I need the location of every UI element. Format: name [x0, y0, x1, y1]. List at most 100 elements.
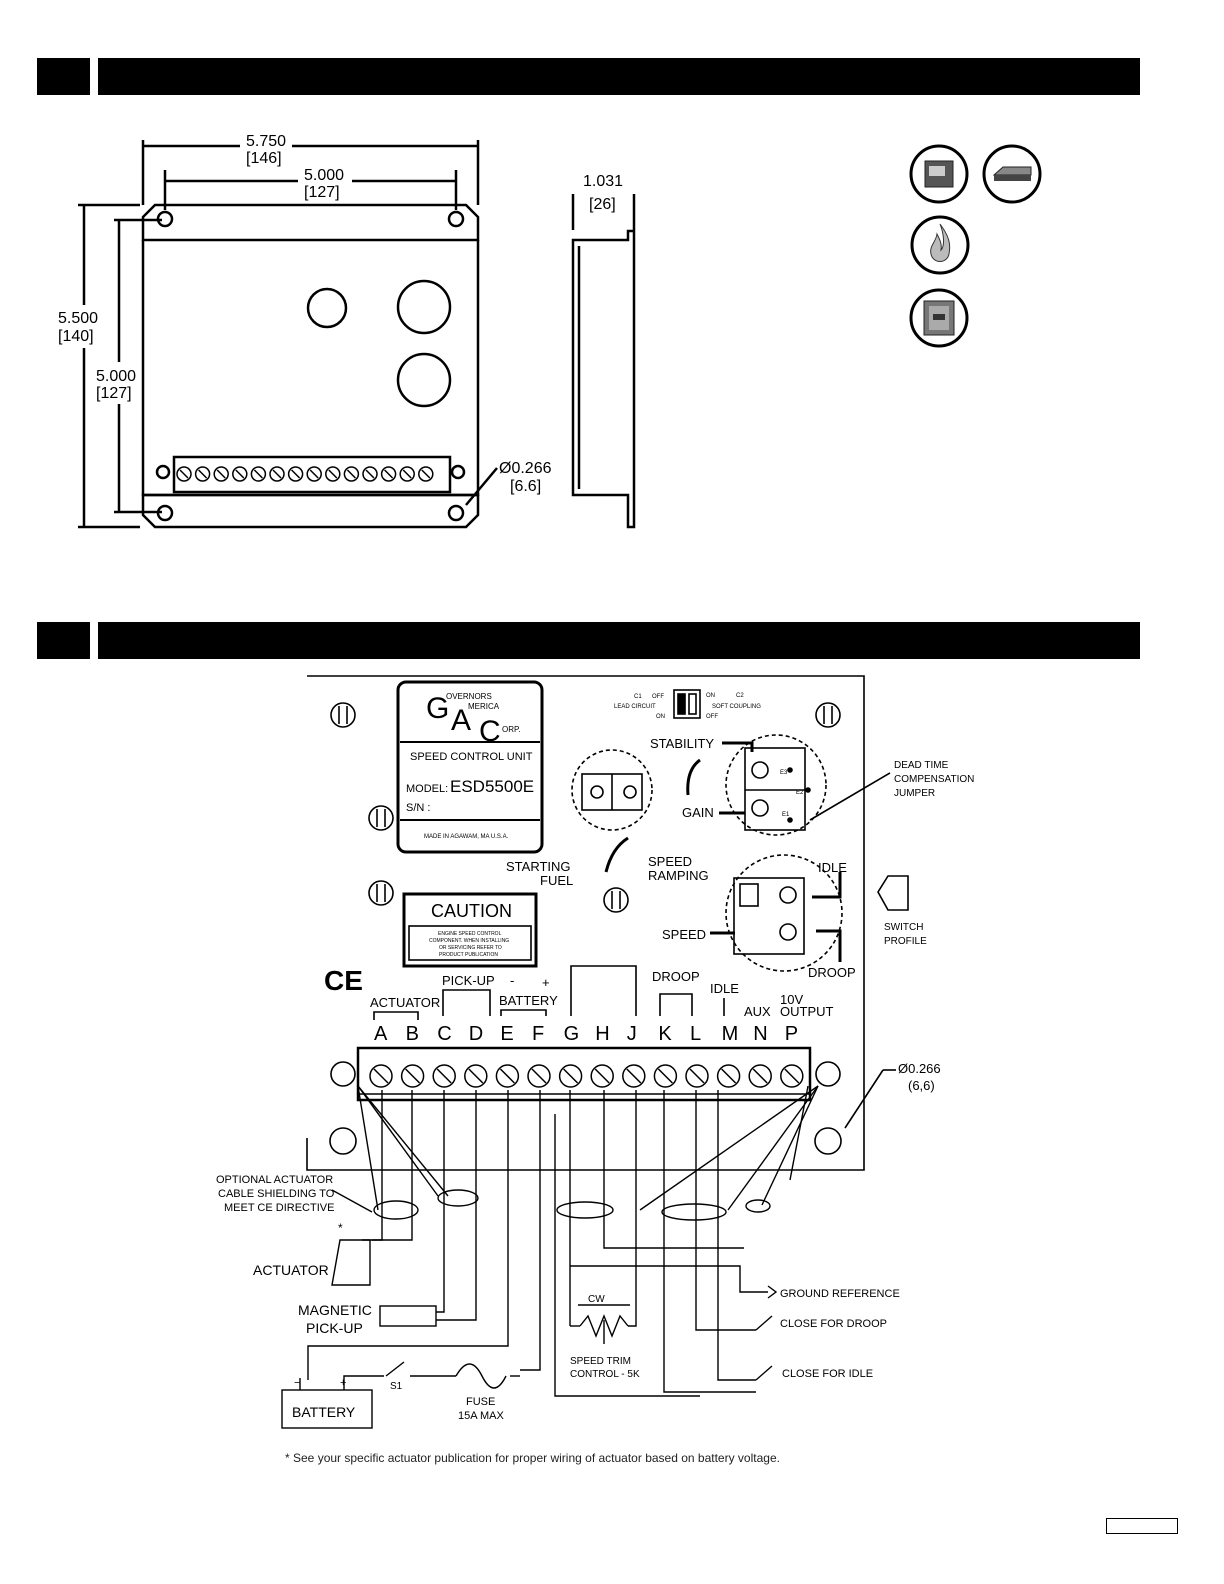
model-label: MODEL:: [406, 783, 448, 795]
terminal-screw: [380, 466, 397, 482]
terminal-screw-slot: [235, 469, 245, 479]
caution-title: CAUTION: [431, 901, 512, 921]
terminal-screw-l: [685, 1064, 709, 1088]
board-hole-dia: Ø0.266: [898, 1061, 941, 1076]
switch-off1: OFF: [652, 694, 664, 700]
terminal-screw: [287, 466, 304, 482]
note-optional-2: CABLE SHIELDING TO: [218, 1188, 335, 1200]
terminal-screw-slot: [253, 469, 263, 479]
logo-c: C: [479, 715, 501, 748]
terminal-screw-slot: [291, 469, 301, 479]
model-number: ESD5500E: [450, 777, 534, 796]
group-idle: IDLE: [710, 981, 739, 996]
label-dead-time-3: JUMPER: [894, 788, 935, 799]
group-battery: BATTERY: [499, 993, 558, 1008]
product-name: SPEED CONTROL UNIT: [410, 751, 533, 763]
footnote: * See your specific actuator publication…: [285, 1451, 780, 1465]
battery-minus: −: [294, 1377, 300, 1389]
section-tab-2: [37, 622, 90, 659]
switch-soft: SOFT COUPLING: [712, 704, 761, 710]
dimension-drawing: 5.750 [146] 5.000 [127] 5.500 [140] 5.00…: [58, 133, 636, 529]
dim-hole-dia-mm: [6.6]: [510, 478, 541, 495]
group-output-1: 10V: [780, 992, 803, 1007]
terminal-screw-g: [558, 1064, 583, 1088]
label-speed-pot: SPEED: [662, 927, 706, 942]
terminal-label-a: A: [374, 1023, 388, 1045]
logo-line1: OVERNORS: [446, 692, 492, 701]
enclosure-icon: [909, 288, 969, 348]
terminal-screw-p: [780, 1064, 804, 1088]
terminal-screw: [213, 466, 229, 482]
caution-line2: COMPONENT. WHEN INSTALLING: [429, 938, 509, 944]
switch-on1: ON: [656, 714, 665, 720]
label-battery: BATTERY: [292, 1404, 356, 1420]
label-e2: E2: [796, 790, 804, 796]
terminal-screw-slot: [421, 469, 431, 479]
terminal-label-l: L: [690, 1023, 701, 1045]
terminal-label-f: F: [532, 1023, 544, 1045]
label-starting: STARTING: [506, 859, 571, 874]
terminal-slot-h: [594, 1068, 610, 1084]
section-header-1: [98, 58, 1140, 95]
terminal-slot-l: [689, 1068, 705, 1084]
terminal-slot-e: [499, 1068, 515, 1084]
label-fuse-rating: 15A MAX: [458, 1410, 505, 1422]
terminal-screw-slot: [216, 469, 226, 479]
group-output-2: OUTPUT: [780, 1004, 834, 1019]
label-droop-pot: DROOP: [808, 965, 856, 980]
terminal-screw: [343, 466, 360, 482]
terminal-screw-slot: [384, 469, 394, 479]
terminal-slot-m: [721, 1068, 737, 1084]
label-actuator: ACTUATOR: [253, 1262, 329, 1278]
label-speed-trim: SPEED TRIM: [570, 1356, 631, 1367]
group-battery-plus: +: [542, 975, 550, 990]
label-switch-profile-1: SWITCH: [884, 922, 923, 933]
terminal-slot-j: [626, 1068, 642, 1084]
label-cw: CW: [588, 1294, 605, 1305]
label-dead-time-1: DEAD TIME: [894, 760, 949, 771]
terminal-screw: [176, 466, 192, 482]
actuator-star: *: [338, 1221, 343, 1235]
section-tab-1: [37, 58, 90, 95]
made-in: MADE IN AGAWAM, MA U.S.A.: [424, 834, 509, 840]
dim-hole-width: 5.000: [304, 167, 344, 184]
terminal-slot-c: [436, 1068, 452, 1084]
terminal-screw-e: [495, 1064, 520, 1088]
terminal-label-b: B: [406, 1023, 419, 1045]
label-magnetic: MAGNETIC: [298, 1302, 372, 1318]
terminal-label-c: C: [437, 1023, 451, 1045]
label-s1: S1: [390, 1381, 403, 1392]
dim-depth: 1.031: [583, 173, 623, 190]
terminal-screw-slot: [346, 469, 356, 479]
logo-line2: MERICA: [468, 702, 500, 711]
terminal-screw-slot: [179, 469, 189, 479]
group-pickup: PICK-UP: [442, 973, 495, 988]
terminal-screw: [269, 466, 285, 482]
terminal-screw-slot: [328, 469, 338, 479]
caution-line1: ENGINE SPEED CONTROL: [438, 931, 502, 937]
label-speed-trim-2: CONTROL - 5K: [570, 1369, 640, 1380]
terminal-label-m: M: [722, 1023, 739, 1045]
group-actuator: ACTUATOR: [370, 995, 440, 1010]
terminal-screw-slot: [272, 469, 282, 479]
terminal-screw: [250, 466, 267, 482]
dim-overall-height-mm: [140]: [58, 328, 94, 345]
logo-line3: ORP.: [502, 725, 521, 734]
dim-hole-height-mm: [127]: [96, 385, 132, 402]
label-fuel: FUEL: [540, 873, 573, 888]
switch-lead: LEAD CIRCUIT: [614, 704, 656, 710]
group-droop: DROOP: [652, 969, 700, 984]
note-optional-3: MEET CE DIRECTIVE: [224, 1202, 334, 1214]
label-stability: STABILITY: [650, 736, 714, 751]
terminal-label-n: N: [753, 1023, 767, 1045]
terminal-screw: [418, 466, 434, 482]
controller-module-icon: [909, 144, 969, 204]
label-gain: GAIN: [682, 805, 714, 820]
terminal-label-h: H: [595, 1023, 609, 1045]
terminal-screw: [232, 466, 248, 482]
terminal-screw-d: [464, 1064, 488, 1088]
terminal-slot-b: [405, 1068, 421, 1084]
terminal-slot-p: [784, 1068, 800, 1084]
group-aux: AUX: [744, 1004, 771, 1019]
terminal-slot-a: [373, 1068, 389, 1084]
